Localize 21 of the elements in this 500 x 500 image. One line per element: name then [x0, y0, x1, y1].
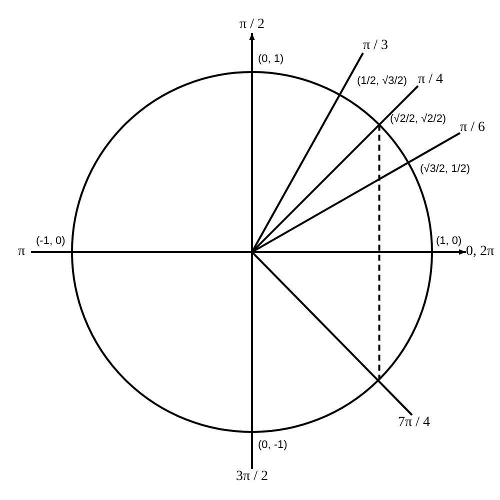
coordinate-label: (√2/2, √2/2) — [390, 112, 446, 126]
coordinate-label: (-1, 0) — [36, 234, 66, 248]
angle-label: π — [18, 244, 31, 260]
angle-label: π / 6 — [460, 120, 485, 136]
coordinate-label: (√3/2, 1/2) — [420, 162, 470, 176]
angle-label: π / 3 — [363, 38, 388, 54]
angle-ray — [251, 251, 413, 416]
angle-label: 0, 2π — [466, 244, 494, 260]
angle-label: 7π / 4 — [398, 415, 430, 431]
axis-arrow — [249, 33, 255, 469]
coordinate-label: (1/2, √3/2) — [357, 74, 408, 88]
angle-label: π / 4 — [418, 72, 443, 88]
axis-arrow — [31, 249, 466, 255]
coordinate-label: (0, 1) — [258, 52, 284, 66]
angle-ray — [252, 132, 460, 253]
angle-ray — [251, 52, 364, 252]
angle-ray — [251, 85, 419, 253]
angle-label: 3π / 2 — [234, 469, 270, 485]
angle-label: π / 2 — [238, 17, 266, 33]
coordinate-label: (0, -1) — [258, 438, 288, 452]
coordinate-label: (1, 0) — [436, 234, 462, 248]
